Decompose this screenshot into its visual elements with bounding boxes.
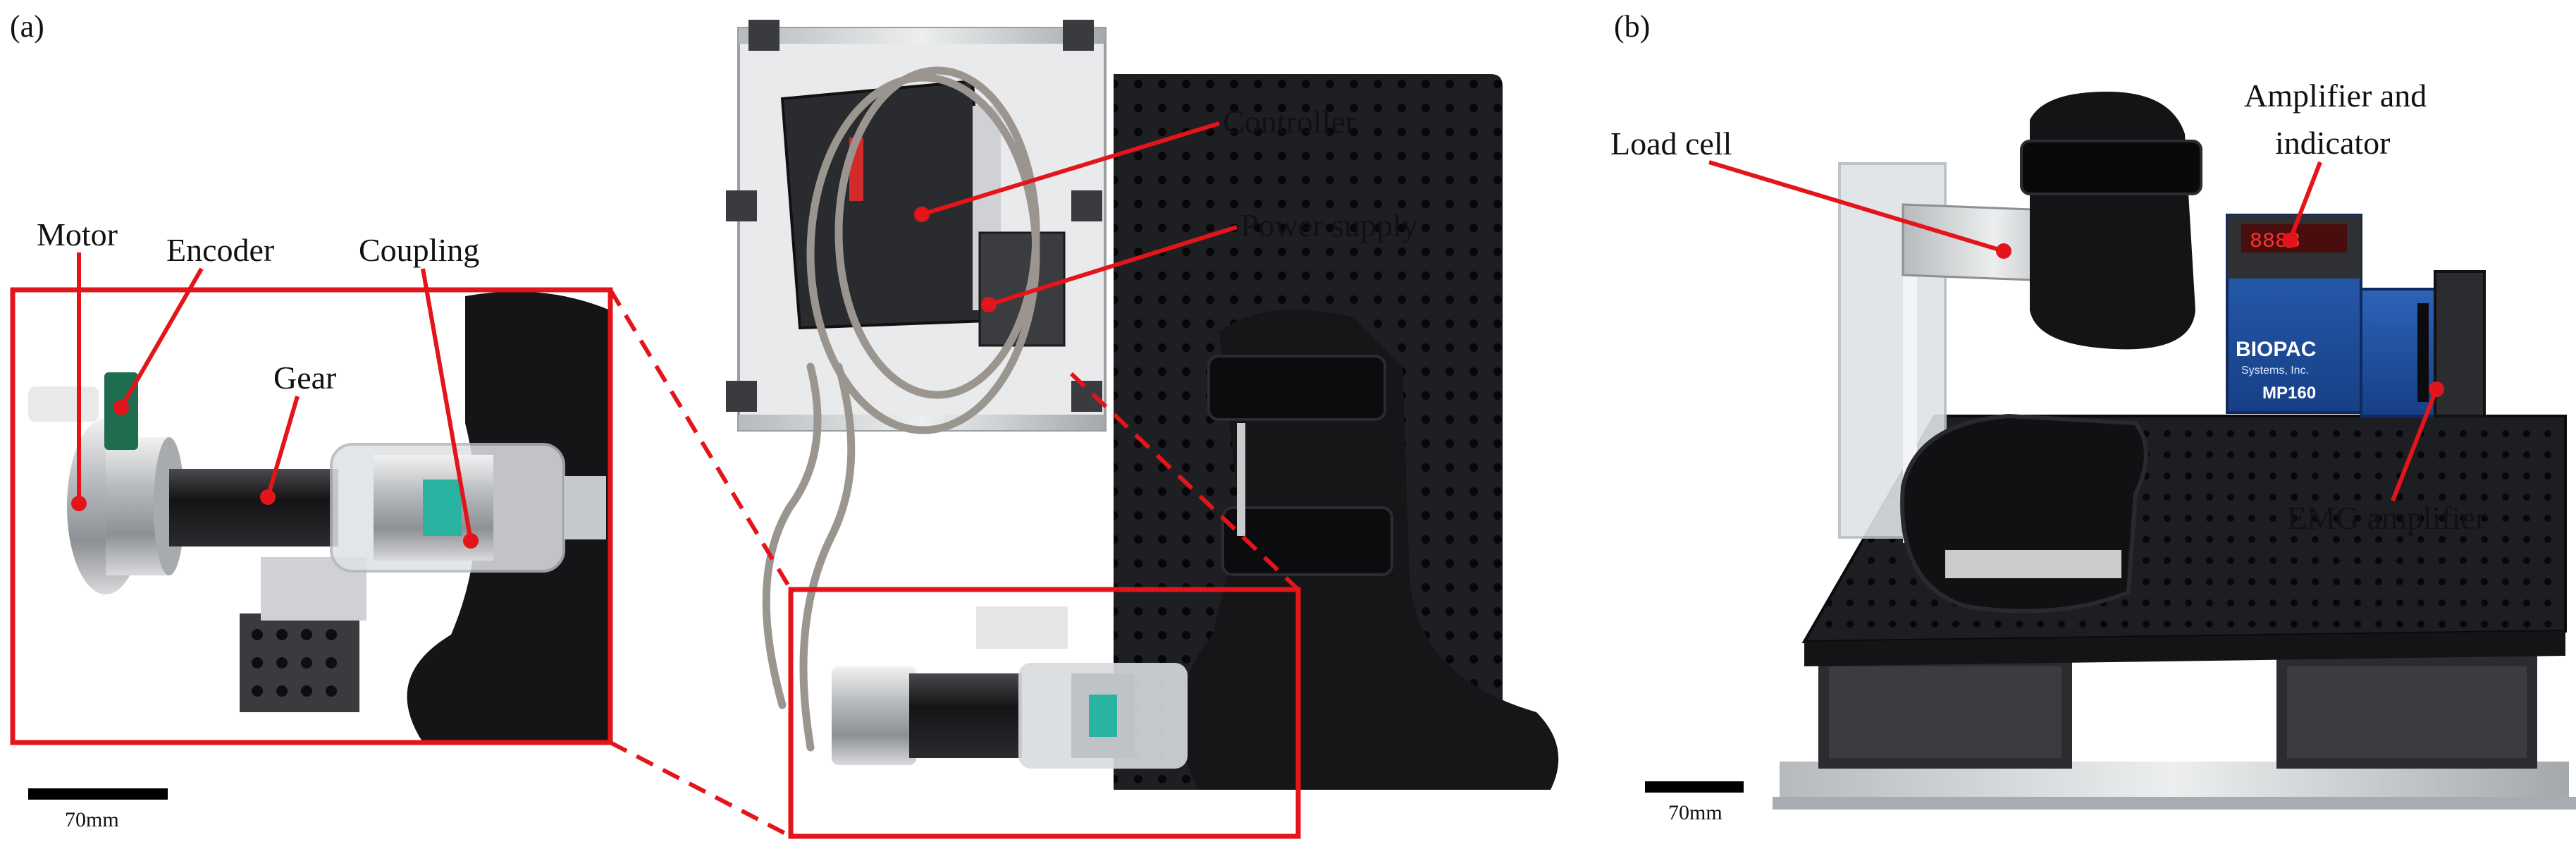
callout-gear-label: Gear — [273, 360, 336, 396]
callout-power-supply: Power supply — [981, 207, 1418, 312]
zoom-inset-frame — [10, 287, 613, 745]
biopac-model: MP160 — [2262, 384, 2316, 403]
callout-gear: Gear — [260, 360, 336, 505]
foot-strap — [1900, 413, 2148, 613]
callout-coupling: Coupling — [359, 232, 479, 549]
zoom-connector-bottom — [609, 740, 792, 838]
calf-cuff — [2030, 92, 2195, 350]
callout-amplifier-label-line1: Amplifier and — [2244, 78, 2427, 114]
callout-controller: Controller — [914, 104, 1356, 222]
panel-a-label: (a) — [10, 9, 44, 44]
callout-amplifier-label-line2: indicator — [2275, 125, 2391, 161]
callout-encoder: Encoder — [113, 232, 274, 415]
biopac-sub: Systems, Inc. — [2241, 365, 2309, 377]
callout-motor-label: Motor — [37, 216, 118, 252]
scale-bar-a: 70mm — [28, 788, 168, 831]
callout-controller-label: Controller — [1223, 104, 1356, 140]
panel-a-photo — [726, 20, 1559, 790]
zoom-inset — [13, 290, 610, 743]
biopac-brand: BIOPAC — [2236, 338, 2316, 361]
motor-assembly-small — [832, 606, 1188, 769]
callout-load-cell-label: Load cell — [1610, 126, 1732, 161]
scale-bar-a-label: 70mm — [65, 808, 119, 831]
callout-emg-amplifier-label: EMG amplifier — [2287, 500, 2486, 536]
scale-bar-b: 70mm — [1645, 781, 1744, 824]
callout-motor: Motor — [37, 216, 118, 511]
callout-emg-amplifier: EMG amplifier — [2287, 381, 2486, 536]
panel-b-label: (b) — [1614, 9, 1650, 44]
callout-amplifier-indicator: Amplifier and indicator — [2244, 78, 2427, 248]
biopac-device: 8888 BIOPAC Systems, Inc. MP160 — [2226, 214, 2486, 417]
ankle-brace — [1180, 309, 1559, 790]
callout-power-supply-label: Power supply — [1240, 207, 1418, 243]
callout-encoder-label: Encoder — [166, 232, 274, 268]
panel-b-photo: 8888 BIOPAC Systems, Inc. MP160 — [1773, 92, 2576, 810]
zoom-connector-right — [1069, 372, 1300, 592]
zoom-box-small — [788, 587, 1301, 839]
callout-coupling-label: Coupling — [359, 232, 479, 268]
callout-load-cell: Load cell — [1610, 126, 2011, 259]
cable-bundle — [762, 66, 1040, 752]
scale-bar-b-label: 70mm — [1668, 801, 1723, 824]
